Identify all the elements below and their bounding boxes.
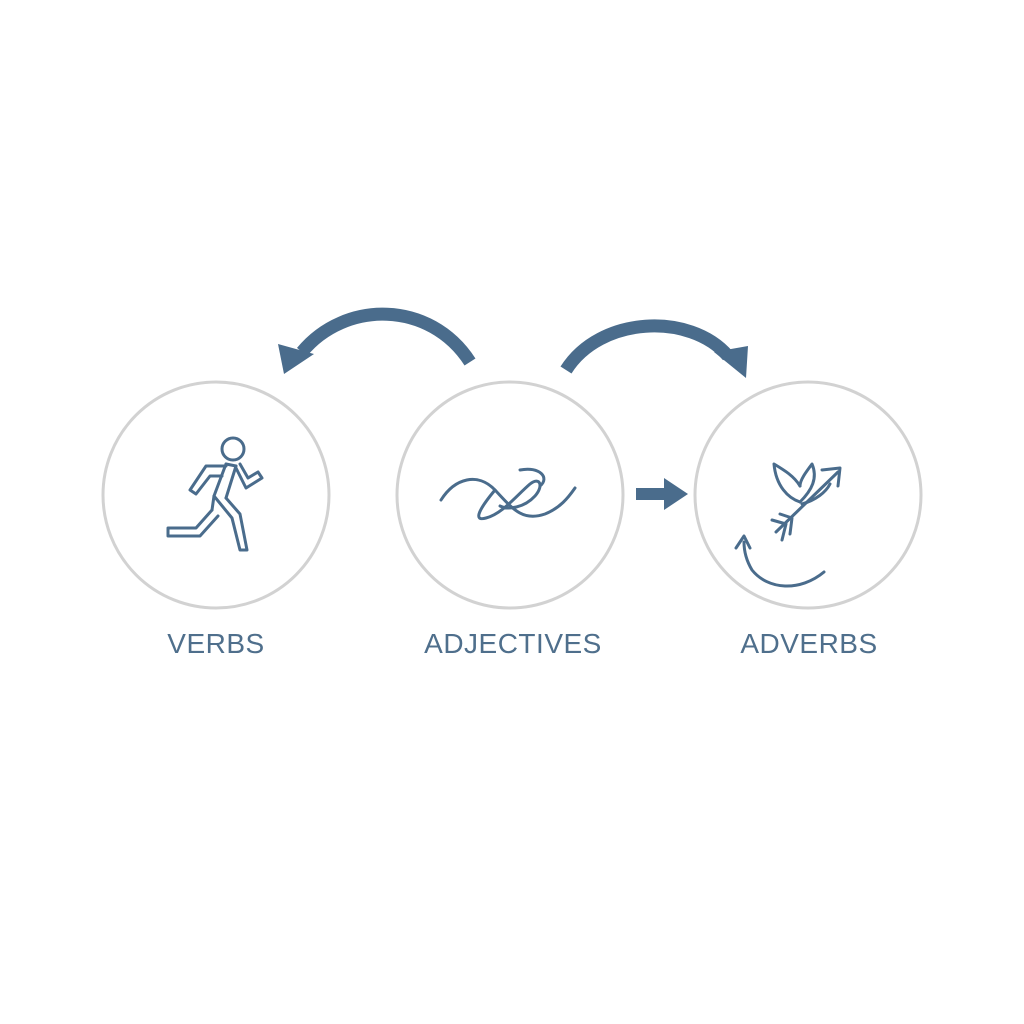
curved-arrow-to-adverbs bbox=[560, 319, 748, 378]
adjectives-label: ADJECTIVES bbox=[424, 628, 602, 659]
winged-arrow-icon bbox=[734, 462, 842, 588]
straight-arrow-to-adverbs bbox=[636, 478, 688, 510]
curved-arrow-to-verbs bbox=[278, 307, 476, 374]
wavy-loop-icon bbox=[439, 467, 577, 521]
adverbs-label: ADVERBS bbox=[740, 628, 878, 659]
verbs-label: VERBS bbox=[167, 628, 265, 659]
running-person-icon bbox=[166, 436, 264, 552]
verbs-node-circle bbox=[101, 380, 331, 610]
adjectives-node-circle bbox=[395, 380, 625, 610]
